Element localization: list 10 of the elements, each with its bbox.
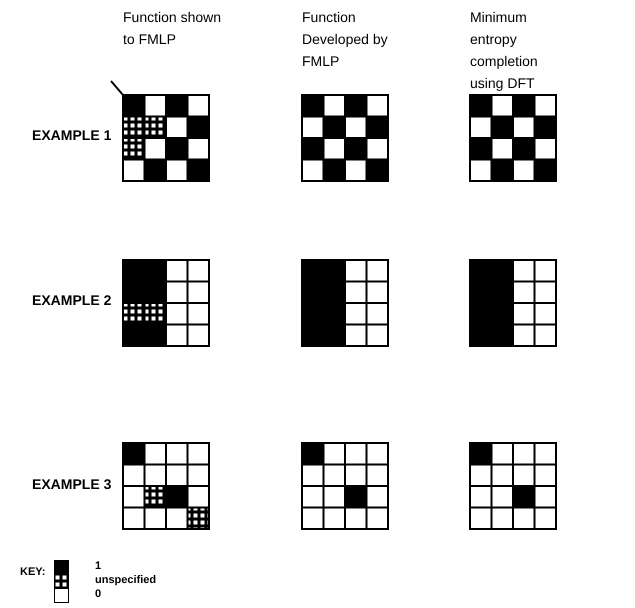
key-text: unspecified (95, 574, 156, 586)
row-label: EXAMPLE 3 (32, 476, 112, 492)
column-heading: Function Developed by FMLP (302, 8, 389, 71)
column-heading: Function shown to FMLP (123, 8, 222, 49)
row-label: EXAMPLE 2 (32, 292, 112, 308)
key-text: 0 (95, 588, 102, 600)
row-label: EXAMPLE 1 (32, 127, 112, 143)
key-text: 1 (95, 560, 102, 572)
column-heading: Minimum entropy completion using DFT (470, 8, 539, 93)
key-label: KEY: (20, 566, 46, 578)
